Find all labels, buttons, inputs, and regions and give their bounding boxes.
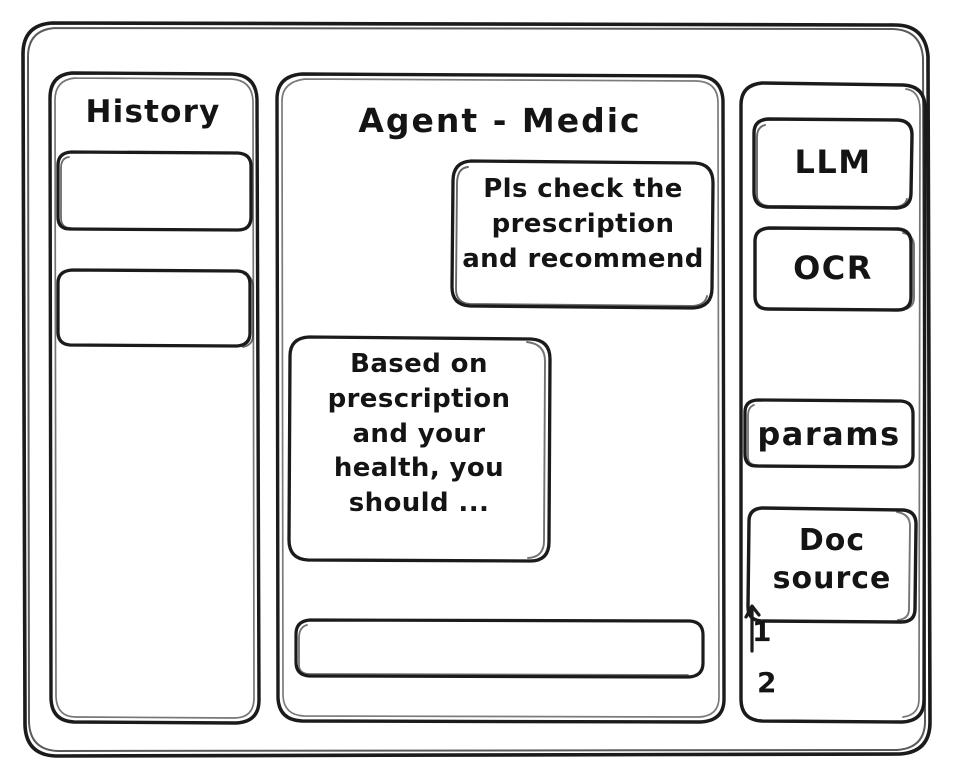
user-message-text: Pls check the prescription and recommend <box>462 174 704 274</box>
tool-chip-params-label: params <box>757 415 901 453</box>
history-panel-title: History <box>85 94 221 130</box>
tool-chip-doc-source-label: Doc source <box>772 523 892 596</box>
tool-chip-ocr-label: OCR <box>793 249 873 287</box>
tool-chip-llm-label: LLM <box>794 143 872 181</box>
composer-input[interactable] <box>296 619 702 677</box>
agent-title: Agent - Medic <box>358 101 642 140</box>
history-item[interactable] <box>58 150 250 230</box>
doc-source-marker-1-label: 1 <box>752 615 772 648</box>
history-item[interactable] <box>58 268 250 346</box>
doc-source-marker-2-label: 2 <box>757 666 777 699</box>
assistant-message-text: Based on prescription and your health, y… <box>327 349 511 519</box>
